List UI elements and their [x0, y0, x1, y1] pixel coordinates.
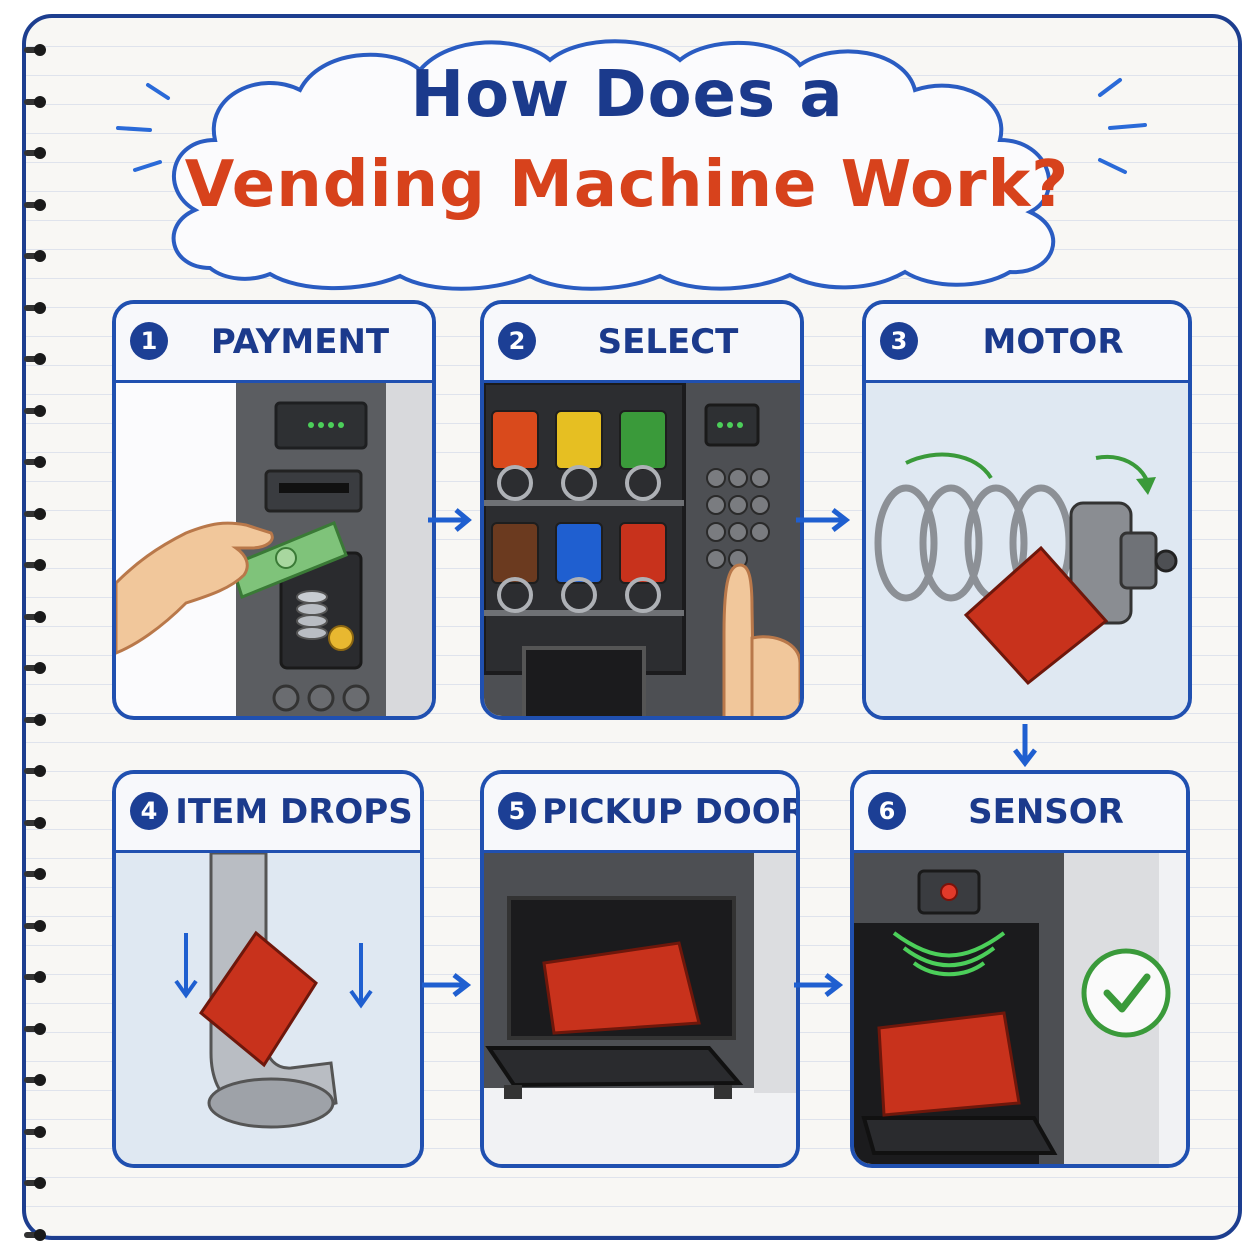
binding-ring: [24, 94, 54, 110]
item-drops-illustration: [116, 853, 420, 1164]
step-label: SELECT: [597, 322, 739, 362]
hand: [116, 521, 274, 655]
pickup-door-illustration: [484, 853, 796, 1164]
spiral-binding: [0, 0, 70, 1254]
binding-ring: [24, 660, 54, 676]
step-label: PICKUP DOOR: [542, 792, 800, 832]
step-label: PAYMENT: [210, 322, 390, 362]
cloud-outline: [171, 39, 1056, 291]
snack: [555, 522, 603, 584]
step-header: 3 MOTOR: [866, 304, 1188, 383]
step-panel-sensor: 6 SENSOR: [850, 770, 1190, 1168]
checkmark-icon: [1081, 948, 1171, 1038]
binding-ring: [24, 557, 54, 573]
binding-ring: [24, 42, 54, 58]
flow-arrow-right: [794, 973, 844, 997]
snack-row-bottom: [491, 522, 667, 584]
motor-illustration: [866, 383, 1188, 716]
select-illustration: [484, 383, 800, 716]
flow-arrow-down: [1013, 724, 1037, 768]
step-number-badge: 6: [868, 792, 906, 830]
snack-row-top: [491, 410, 667, 470]
sparkle-lines-right: [1098, 78, 1147, 174]
sensor-light: [940, 883, 958, 901]
binding-ring: [24, 712, 54, 728]
red-snack: [963, 545, 1109, 686]
step-number-badge: 4: [130, 792, 168, 830]
step-label: MOTOR: [982, 322, 1124, 362]
motor-shaft: [1154, 549, 1178, 573]
flow-arrow-right: [428, 508, 472, 532]
snack: [555, 410, 603, 470]
flow-arrow-right: [422, 973, 472, 997]
binding-ring: [24, 454, 54, 470]
display-lights: [308, 422, 344, 428]
machine-buttons: [272, 684, 370, 712]
step-number-badge: 5: [498, 792, 536, 830]
binding-ring: [24, 506, 54, 522]
binding-ring: [24, 866, 54, 882]
step-header: 4 ITEM DROPS: [116, 774, 420, 853]
step-header: 2 SELECT: [484, 304, 800, 383]
binding-ring: [24, 1021, 54, 1037]
binding-ring: [24, 1227, 54, 1243]
gold-coin: [328, 625, 354, 651]
step-header: 1 PAYMENT: [116, 304, 432, 383]
step-number-badge: 3: [880, 322, 918, 360]
step-panel-payment: 1 PAYMENT: [112, 300, 436, 720]
step-panel-item-drops: 4 ITEM DROPS: [112, 770, 424, 1168]
sensor-illustration: [854, 853, 1186, 1164]
snack: [491, 522, 539, 584]
step-number-badge: 1: [130, 322, 168, 360]
binding-ring: [24, 197, 54, 213]
binding-ring: [24, 815, 54, 831]
spiral-coils: [497, 465, 661, 613]
motion-arrows: [174, 933, 373, 1009]
binding-ring: [24, 1072, 54, 1088]
step-panel-select: 2 SELECT: [480, 300, 804, 720]
binding-ring: [24, 145, 54, 161]
step-panel-pickup-door: 5 PICKUP DOOR: [480, 770, 800, 1168]
flow-arrow-right: [796, 508, 851, 532]
snack: [619, 410, 667, 470]
red-snack: [198, 930, 318, 1068]
snack: [619, 522, 667, 584]
step-panel-motor: 3 MOTOR: [862, 300, 1192, 720]
payment-illustration: [116, 383, 432, 716]
binding-ring: [24, 248, 54, 264]
binding-ring: [24, 918, 54, 934]
finger: [722, 563, 756, 716]
snack: [491, 410, 539, 470]
step-header: 5 PICKUP DOOR: [484, 774, 796, 853]
coin-stack: [296, 590, 354, 651]
binding-ring: [24, 969, 54, 985]
sparkle-lines-left: [116, 83, 170, 172]
title-line-2: Vending Machine Work?: [184, 148, 1070, 222]
binding-ring: [24, 763, 54, 779]
keypad: [706, 468, 770, 569]
open-flap: [485, 1046, 744, 1088]
step-label: ITEM DROPS: [175, 792, 413, 832]
title-cloud: [116, 39, 1147, 291]
binding-ring: [24, 609, 54, 625]
red-snack: [877, 1011, 1021, 1117]
binding-ring: [24, 300, 54, 316]
title-line-1: How Does a: [410, 58, 844, 132]
binding-ring: [24, 1175, 54, 1191]
step-number-badge: 2: [498, 322, 536, 360]
pickup-window: [522, 646, 646, 716]
sensor-waves: [892, 931, 1006, 977]
step-header: 6 SENSOR: [854, 774, 1186, 853]
red-snack: [542, 941, 701, 1035]
binding-ring: [24, 403, 54, 419]
step-label: SENSOR: [968, 792, 1124, 832]
binding-ring: [24, 1124, 54, 1140]
binding-ring: [24, 351, 54, 367]
